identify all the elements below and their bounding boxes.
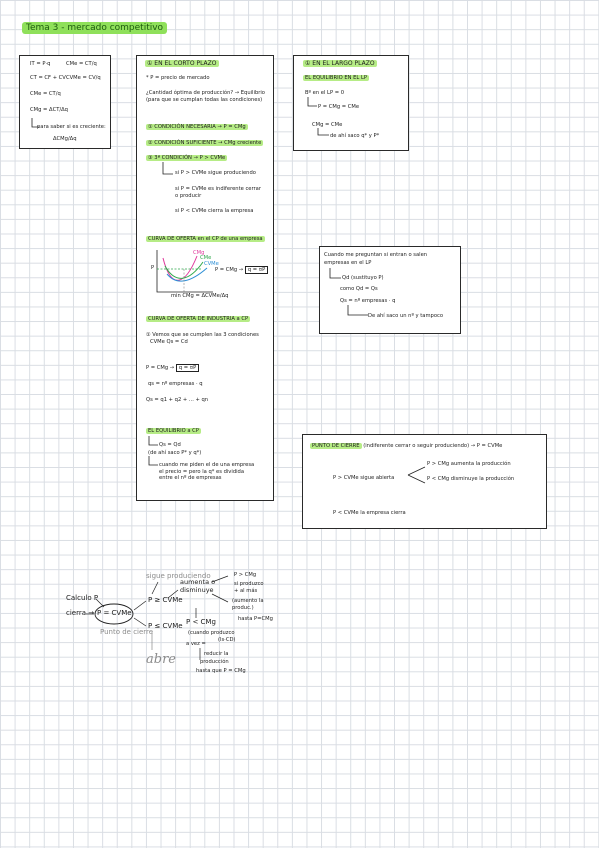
cp-eq-1b: (de ahí saco P* y q*): [148, 450, 202, 456]
entry-arrow-2: [347, 305, 368, 316]
short-run-box: ① EN EL CORTO PLAZO * P = precio de merc…: [136, 55, 274, 501]
mindmap-aumenta: aumenta o disminuye: [180, 578, 216, 595]
cp-q-optimal-note: (para que se cumplan todas las condicion…: [146, 97, 263, 103]
cp-industry-2: P = CMg → q = ¤P: [146, 364, 200, 372]
shutdown-p-gt: P > CVMe sigue abierta: [333, 475, 395, 481]
lp-arrow-1: [307, 97, 317, 107]
formula-cvme: CVMe = CV/q: [66, 75, 101, 81]
shutdown-branch-2: P < CMg disminuye la producción: [427, 476, 515, 482]
lp-heading: ① EN EL LARGO PLAZO: [303, 60, 377, 67]
mindmap-produzco-mas: si produzco + al más: [234, 581, 264, 594]
entry-exit-box: Cuando me preguntan si entran o salen em…: [319, 246, 461, 334]
cp-case-1: si P > CVMe sigue produciendo: [175, 170, 256, 176]
formula-fraction: ΔCMg/Δq: [53, 136, 77, 142]
mindmap-p-ge: P ≥ CVMe: [148, 596, 183, 604]
mindmap-abre: abre: [146, 652, 176, 667]
shutdown-branch-lines: [407, 466, 426, 484]
mindmap-punto-cierre: Punto de cierre: [100, 628, 154, 636]
cp-supply-heading: CURVA DE OFERTA en el CP de una empresa: [146, 236, 265, 242]
entry-line-3: Qd (sustituyo P): [342, 275, 384, 281]
cp-graph-p-label: P: [151, 265, 155, 271]
lp-line-2: P = CMg = CMe: [318, 104, 360, 110]
mindmap-cuando: (cuando produzco: [188, 630, 235, 636]
entry-arrow-1: [329, 268, 341, 279]
entry-line-6: De ahí saco un nº y tampoco: [368, 313, 444, 319]
formula-it: IT = P·q: [30, 61, 51, 67]
mindmap-center: P = CVMe: [97, 609, 132, 617]
cp-industry-2-box: q = ¤P: [175, 364, 200, 372]
shutdown-title-rest: (indiferente cerrar o seguir produciendo…: [363, 443, 503, 449]
cp-graph-cvme-label: CVMe: [204, 261, 219, 267]
cp-case-2: si P = CVMe es indiferente cerrar o prod…: [175, 186, 261, 199]
mindmap-calculo: Calculo P: [66, 594, 99, 602]
formula-arrow: [31, 118, 39, 128]
formula-ct: CT = CF + CV: [30, 75, 66, 81]
shutdown-title: PUNTO DE CIERRE (indiferente cerrar o se…: [310, 443, 503, 449]
cp-supply-graph: [156, 250, 213, 293]
entry-line-4: como Qd = Qs: [340, 286, 378, 292]
entry-line-1: Cuando me preguntan si entran o salen: [324, 252, 428, 258]
mindmap-hasta-que: hasta que P = CMg: [196, 668, 246, 674]
lp-subheading: EL EQUILIBRIO EN EL LP: [303, 75, 369, 81]
formula-cmg: CMg = ΔCT/Δq: [30, 107, 68, 113]
lp-arrow-2: [317, 128, 329, 136]
mindmap-p-lt-cmg: P < CMg: [186, 618, 216, 626]
cp-industry-heading: CURVA DE OFERTA DE INDUSTRIA a CP: [146, 316, 251, 322]
mindmap-p-le: P ≤ CVMe: [148, 622, 183, 630]
cp-graph-eq-box: q = ¤P: [244, 266, 269, 274]
formulas-box: IT = P·q CMe = CT/q CT = CF + CV CVMe = …: [19, 55, 111, 149]
cp-graph-min: min CMg = ΔCVMe/Δq: [171, 293, 229, 299]
formula-cme-2: CMe = CT/q: [30, 91, 61, 97]
cp-eq-arrow-2: [148, 456, 158, 466]
cp-industry-1: ① Vemos que se cumplen las 3 condiciones: [146, 332, 259, 338]
cp-graph-eq: P = CMg → q = ¤P: [215, 266, 269, 274]
cp-graph-cmg-label: CMg: [193, 250, 205, 256]
cp-condition-1: ① CONDICIÓN NECESARIA → P = CMg: [146, 124, 248, 130]
mindmap-aumento: (aumento la produc.): [232, 598, 264, 611]
cp-price-note: * P = precio de mercado: [146, 75, 210, 81]
cp-eq-heading: EL EQUILIBRIO a CP: [146, 428, 201, 434]
long-run-box: ① EN EL LARGO PLAZO EL EQUILIBRIO EN EL …: [293, 55, 409, 151]
entry-line-5: Qs = nº empresas · q: [340, 298, 396, 304]
mindmap-cierra: cierra →: [66, 609, 95, 617]
lp-line-4: de ahí saco q* y P*: [330, 133, 380, 139]
formula-note: para saber si es creciente:: [37, 124, 106, 130]
mindmap-sigue: sigue produciendo: [146, 572, 211, 580]
cp-case-3: si P < CVMe cierra la empresa: [175, 208, 254, 214]
formula-cme: CMe = CT/q: [66, 61, 97, 67]
mindmap-reducir: reducir la: [204, 651, 229, 657]
mindmap-produccion: producción: [200, 659, 229, 665]
cp-q-optimal: ¿Cantidad óptima de producción? → Equili…: [146, 90, 265, 96]
cp-eq-2: cuando me piden el de una empresa el pre…: [159, 462, 255, 481]
shutdown-branch-1: P > CMg aumenta la producción: [427, 461, 511, 467]
cp-industry-4: Qs = q1 + q2 + ... + qn: [146, 397, 209, 403]
mindmap-a-vez: a vez =: [186, 641, 206, 647]
cp-condition-3: ③ 3ª CONDICIÓN → P > CVMe: [146, 155, 228, 161]
mindmap-p-gt-cmg: P > CMg: [234, 572, 257, 578]
lp-line-3: CMg = CMe: [312, 122, 343, 128]
mindmap-cuando-2: (ls·CD): [218, 637, 236, 643]
cp-industry-1b: CVMe Qs = Cd: [150, 339, 188, 345]
cp-heading: ① EN EL CORTO PLAZO: [145, 60, 219, 67]
cp-industry-3: qs = nº empresas · q: [148, 381, 203, 387]
shutdown-p-lt: P < CVMe la empresa cierra: [333, 510, 406, 516]
lp-line-1: Bº en el LP = 0: [305, 90, 345, 96]
page-title: Tema 3 - mercado competitivo: [22, 22, 168, 34]
cp-case-arrow: [162, 162, 173, 175]
cp-eq-1: Qs = Qd: [159, 442, 181, 448]
shutdown-box: PUNTO DE CIERRE (indiferente cerrar o se…: [302, 434, 547, 529]
cp-eq-arrow: [148, 436, 158, 446]
cp-graph-cme-label: CMe: [200, 255, 212, 261]
mindmap-hasta: hasta P=CMg: [238, 616, 273, 622]
cp-condition-2: ② CONDICIÓN SUFICIENTE → CMg creciente: [146, 140, 264, 146]
entry-line-2: empresas en el LP: [324, 260, 372, 266]
